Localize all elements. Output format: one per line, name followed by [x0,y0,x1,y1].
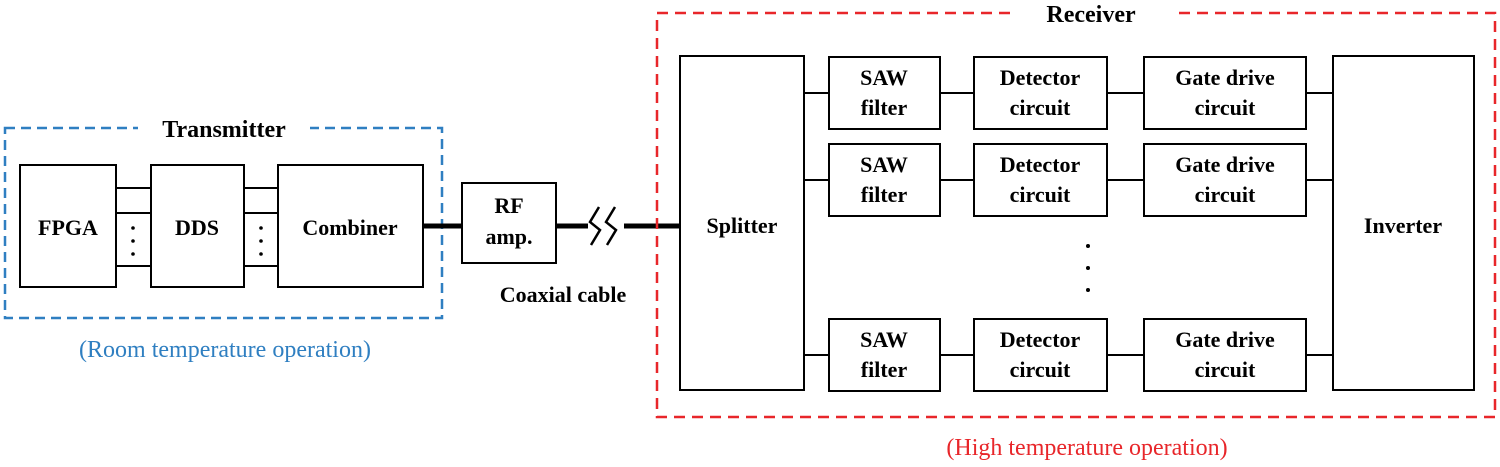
inverter-label: Inverter [1364,213,1442,238]
gate-drive-label-line2: circuit [1195,182,1256,207]
saw-filter-label-line1: SAW [860,65,908,90]
dds-label: DDS [175,215,219,240]
inverter-block [1332,55,1475,391]
more-channels-ellipsis [1086,244,1090,292]
detector-circuit-block [973,318,1108,392]
coaxial-cable-label: Coaxial cable [500,282,627,307]
rf-amp-label-line2: amp. [485,224,532,249]
detector-circuit-block [973,143,1108,217]
transmitter-boundary [3,126,444,320]
splitter-block [679,55,805,391]
receiver-channel-n: SAW filter Detector circuit Gate drive c… [804,318,1333,392]
transmitter-note: (Room temperature operation) [79,337,371,363]
gate-drive-label-line1: Gate drive [1175,152,1275,177]
saw-filter-label-line2: filter [861,182,908,207]
rf-amp-block [461,182,557,264]
gate-drive-label-line1: Gate drive [1175,65,1275,90]
detector-circuit-label-line1: Detector [1000,327,1081,352]
saw-filter-block [828,318,941,392]
receiver-title-mask [1010,0,1172,28]
detector-circuit-label-line1: Detector [1000,152,1081,177]
transmitter-title: Transmitter [162,117,286,143]
receiver-note: (High temperature operation) [946,435,1227,461]
gate-drive-label-line2: circuit [1195,357,1256,382]
fpga-dds-ellipsis [131,226,135,256]
saw-filter-label-line1: SAW [860,327,908,352]
gate-drive-label-line1: Gate drive [1175,327,1275,352]
gate-drive-circuit-block [1143,318,1307,392]
transmitter-title-mask [138,112,310,142]
gate-drive-label-line2: circuit [1195,95,1256,120]
detector-circuit-label-line2: circuit [1010,95,1071,120]
fpga-block [19,164,117,288]
rf-amp-label-line1: RF [494,193,523,218]
cable-break-icon [588,206,618,246]
saw-filter-label-line2: filter [861,357,908,382]
fpga-label: FPGA [38,215,98,240]
saw-filter-label-line2: filter [861,95,908,120]
detector-circuit-label-line2: circuit [1010,357,1071,382]
receiver-channel-2: SAW filter Detector circuit Gate drive c… [804,143,1333,217]
splitter-label: Splitter [707,213,778,238]
saw-filter-label-line1: SAW [860,152,908,177]
receiver-title: Receiver [1046,2,1136,28]
detector-circuit-label-line2: circuit [1010,182,1071,207]
dds-combiner-ellipsis [259,226,263,256]
combiner-label: Combiner [302,215,398,240]
detector-circuit-label-line1: Detector [1000,65,1081,90]
saw-filter-block [828,143,941,217]
combiner-block [277,164,424,288]
receiver-channel-1: SAW filter Detector circuit Gate drive c… [804,56,1333,130]
dds-block [150,164,245,288]
